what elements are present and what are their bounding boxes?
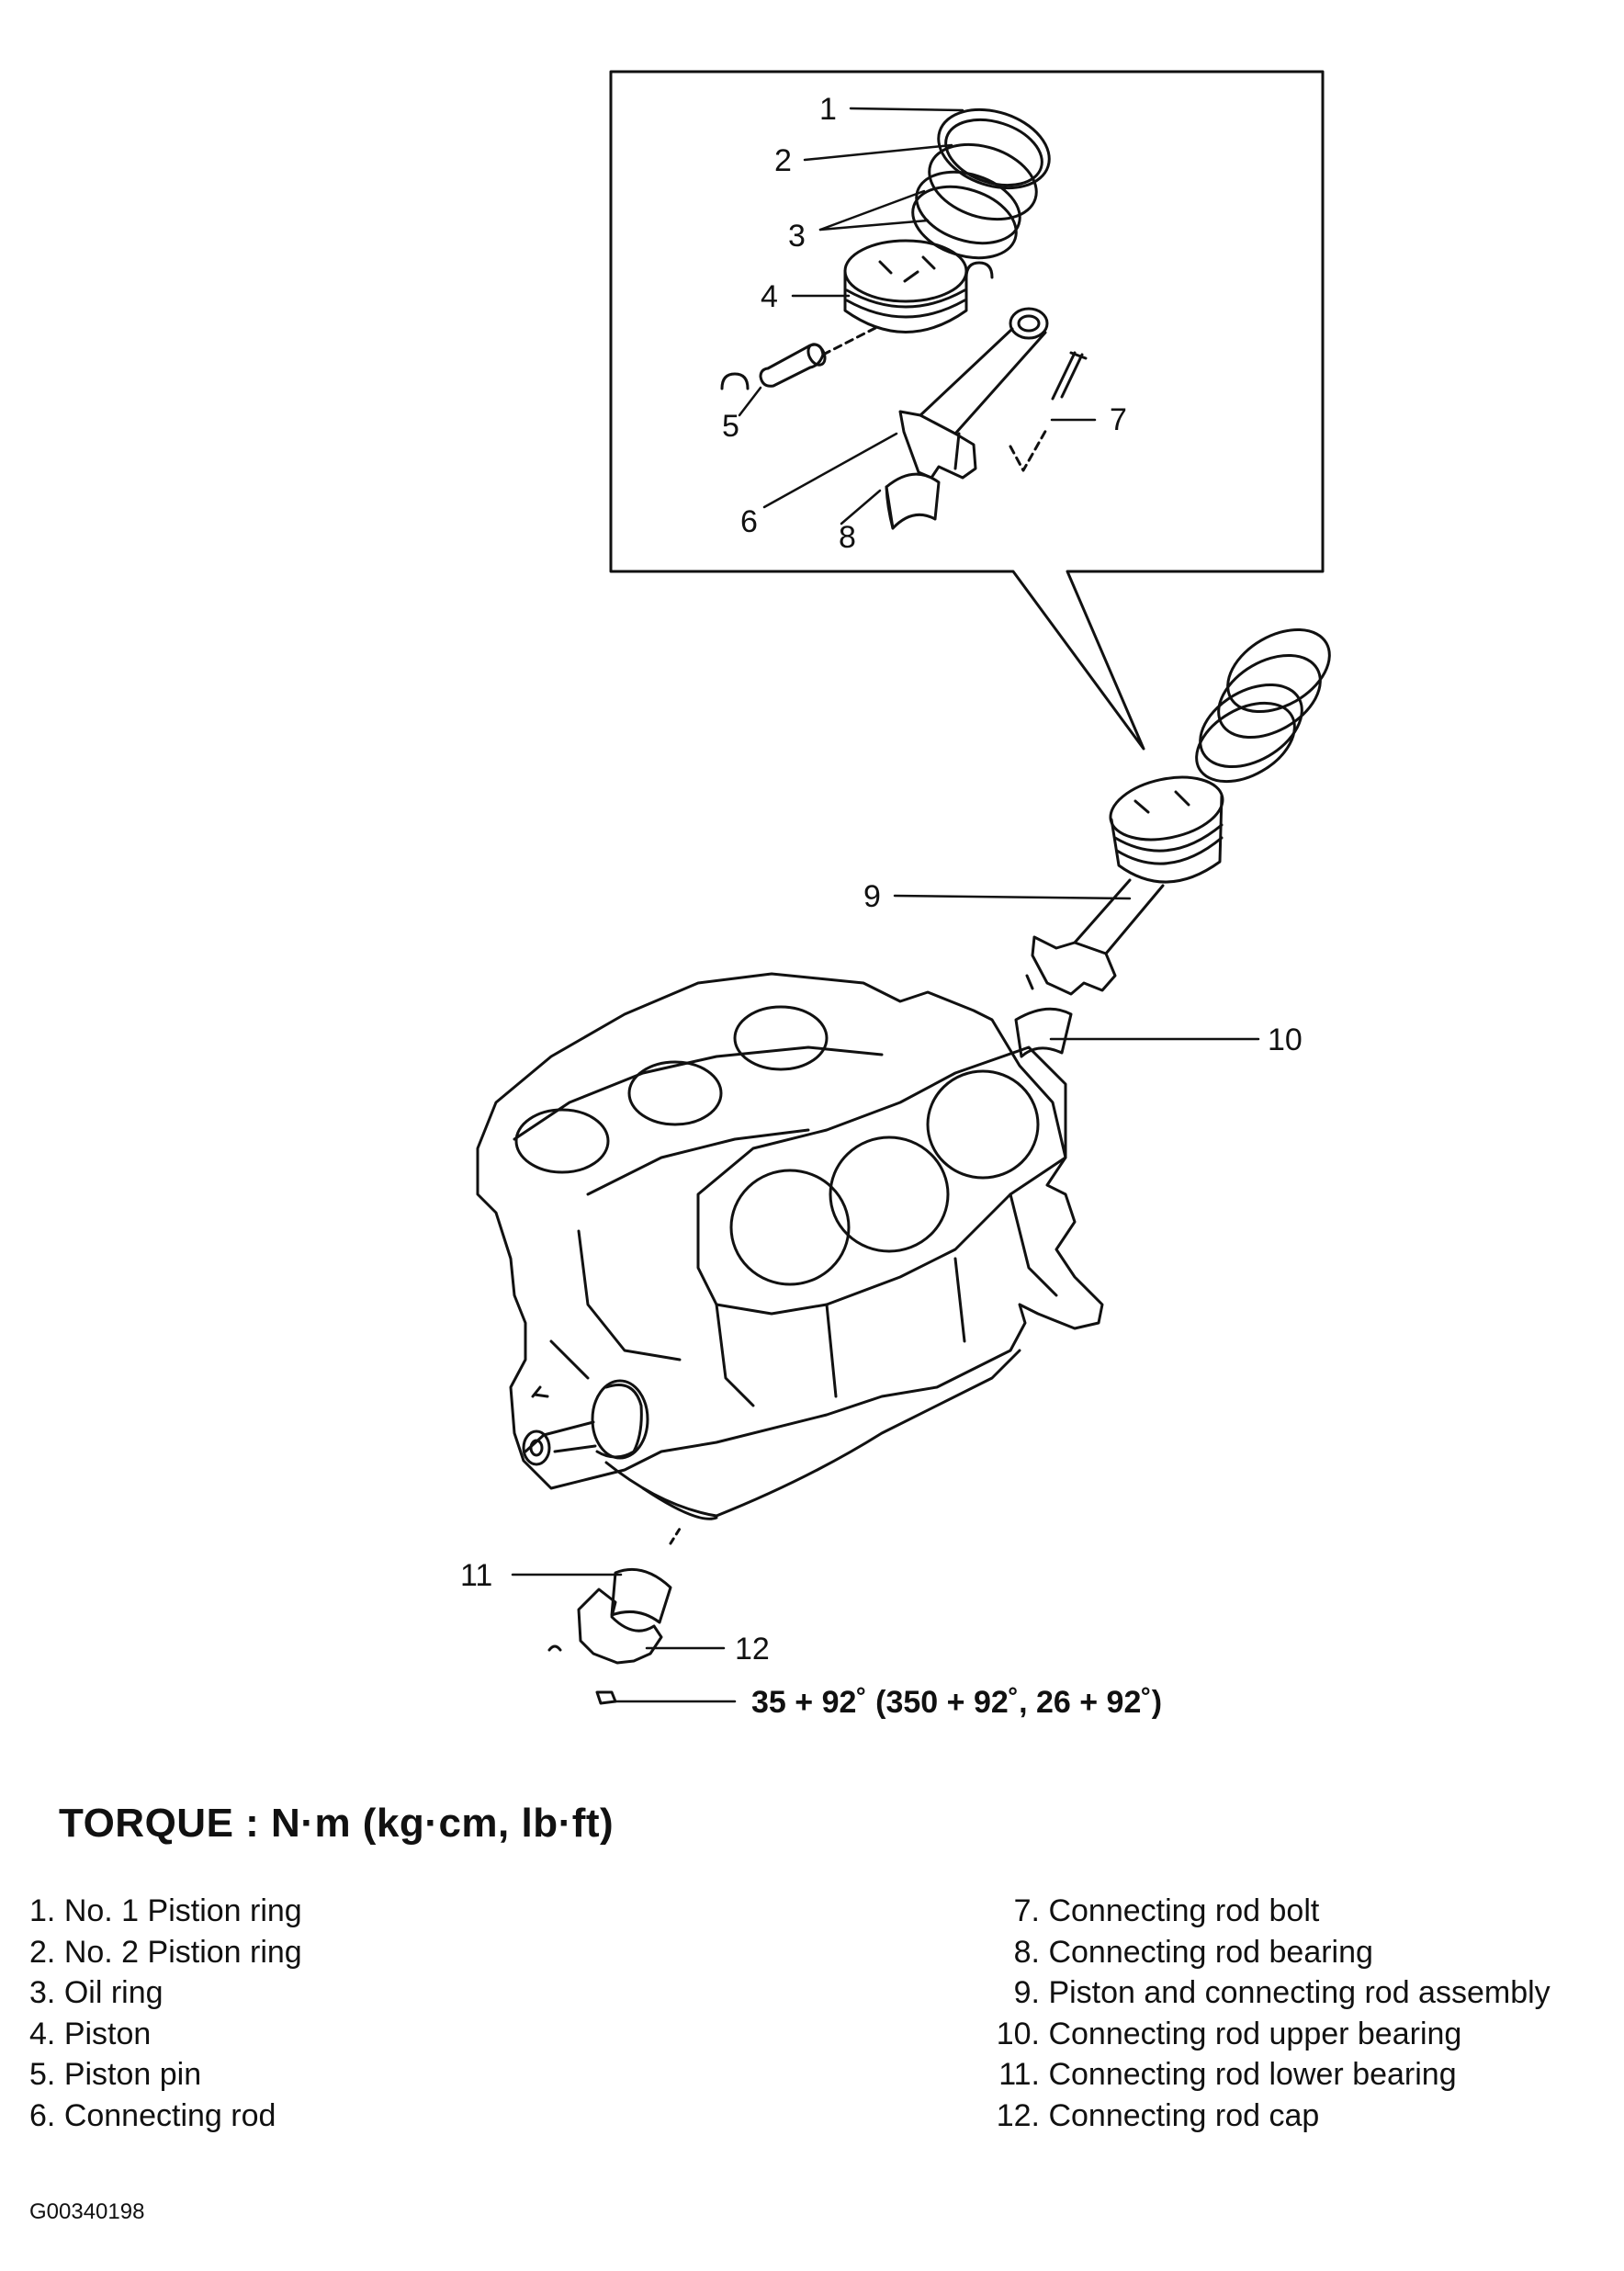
detail-box-frame: [609, 70, 1325, 751]
piston-pin-guide: [821, 325, 879, 356]
callout-9: 9: [863, 879, 881, 914]
legend-num: 4.: [29, 2016, 56, 2051]
assembly-piston-rings: [1195, 627, 1331, 784]
legend-item: 6. Connecting rod: [29, 2096, 302, 2137]
callout-11: 11: [460, 1558, 492, 1593]
legend-label: Connecting rod bearing: [1048, 1934, 1373, 1970]
legend-num: 5.: [29, 2057, 56, 2092]
legend-label: Piston and connecting rod assembly: [1048, 1975, 1551, 2010]
legend-item: 5. Piston pin: [29, 2054, 302, 2096]
callout-12: 12: [735, 1632, 770, 1667]
callout-8: 8: [839, 520, 856, 555]
legend-num: 7.: [1013, 1893, 1040, 1928]
legend-item: 12. Connecting rod cap: [981, 2096, 1551, 2137]
legend-item: 2. No. 2 Pistion ring: [29, 1932, 302, 1973]
torque-spec-label: 35 + 92˚ (350 + 92˚, 26 + 92˚): [751, 1685, 1162, 1720]
legend-num: 6.: [29, 2097, 56, 2133]
legend-item: 1. No. 1 Pistion ring: [29, 1891, 302, 1932]
legend-label: Connecting rod: [63, 2097, 276, 2133]
rod-upper-bearing: [1014, 1007, 1073, 1058]
engine-block: [476, 972, 1104, 1520]
cap-bolt: [595, 1690, 617, 1705]
legend-label: Connecting rod lower bearing: [1048, 2057, 1457, 2092]
legend-label: Piston pin: [63, 2057, 202, 2092]
legend-label: Connecting rod bolt: [1048, 1893, 1320, 1928]
legend-label: Connecting rod cap: [1048, 2097, 1320, 2133]
legend-right: 7. Connecting rod bolt 8. Connecting rod…: [981, 1891, 1551, 2136]
piston: [843, 239, 968, 333]
rod-lower-bearing: [610, 1527, 682, 1624]
figure-code: G00340198: [29, 2199, 145, 2224]
legend-num: 12.: [996, 2097, 1040, 2133]
legend-item: 3. Oil ring: [29, 1972, 302, 2014]
legend-label: No. 1 Pistion ring: [63, 1893, 302, 1928]
legend-label: Connecting rod upper bearing: [1048, 2016, 1462, 2051]
callout-2: 2: [774, 143, 792, 178]
callout-1: 1: [819, 92, 837, 127]
legend-label: Oil ring: [63, 1975, 164, 2010]
connecting-rod-bearing: [885, 472, 941, 530]
callout-5: 5: [722, 409, 739, 444]
legend-num: 2.: [29, 1934, 56, 1970]
leader-lines: [511, 107, 1260, 1703]
piston-ring-1: [937, 107, 1051, 190]
legend-item: 9. Piston and connecting rod assembly: [981, 1972, 1551, 2014]
callout-6: 6: [740, 504, 758, 539]
legend-item: 7. Connecting rod bolt: [981, 1891, 1551, 1932]
legend-num: 9.: [1013, 1975, 1040, 2010]
callout-7: 7: [1110, 402, 1127, 437]
legend-num: 1.: [29, 1893, 56, 1928]
callout-10: 10: [1268, 1023, 1303, 1057]
legend-num: 3.: [29, 1975, 56, 2010]
legend-item: 4. Piston: [29, 2014, 302, 2055]
torque-heading: TORQUE : N·m (kg·cm, lb·ft): [59, 1801, 615, 1846]
callout-4: 4: [761, 279, 778, 314]
piston-pin: [759, 343, 827, 388]
callout-3: 3: [788, 219, 806, 254]
piston-rod-assembly: [1025, 775, 1224, 996]
pin-clip-right: [964, 261, 994, 279]
legend-label: Piston: [63, 2016, 152, 2051]
connecting-rod: [898, 307, 1049, 480]
piston-ring-2: [928, 142, 1038, 221]
legend-item: 11. Connecting rod lower bearing: [981, 2054, 1551, 2096]
legend-num: 8.: [1013, 1934, 1040, 1970]
legend-item: 8. Connecting rod bearing: [981, 1932, 1551, 1973]
pin-clip-left: [720, 372, 750, 390]
connecting-rod-bolt: [1009, 351, 1088, 472]
connecting-rod-cap: [547, 1587, 663, 1665]
legend-num: 10.: [996, 2016, 1040, 2051]
callout-labels: 1 2 3 4 5 6 7 8 9 10 11 12 35 + 92˚ (350…: [460, 92, 1303, 1720]
legend-label: No. 2 Pistion ring: [63, 1934, 302, 1970]
legend-num: 11.: [998, 2057, 1040, 2092]
legend-left: 1. No. 1 Pistion ring 2. No. 2 Pistion r…: [29, 1891, 302, 2136]
legend-item: 10. Connecting rod upper bearing: [981, 2014, 1551, 2055]
